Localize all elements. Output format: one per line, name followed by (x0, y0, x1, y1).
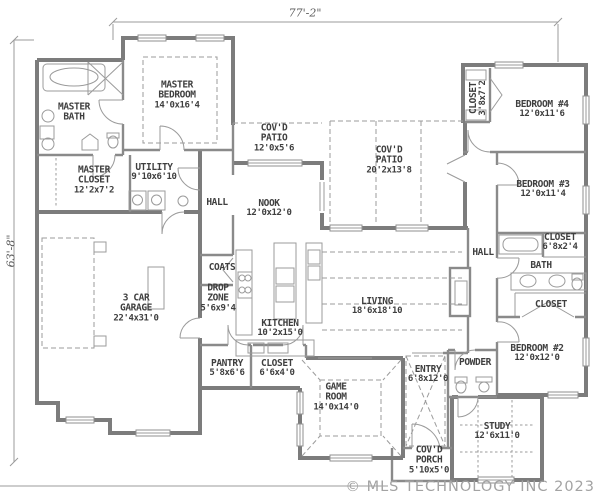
width-dimension-label: 77'-2" (288, 6, 322, 20)
fixtures (39, 61, 587, 394)
dashed-lines (41, 56, 534, 478)
utility-sink-icon (177, 195, 189, 207)
shower-icon (87, 61, 124, 96)
vanity (510, 272, 587, 291)
room-label-coats: COATS (208, 261, 236, 273)
dimension-lines (0, 17, 563, 487)
hamper-icon (81, 133, 99, 151)
toilet-icon (107, 135, 119, 149)
sink-icon (478, 381, 490, 393)
dryer-icon (147, 190, 166, 211)
range-icon (237, 271, 253, 299)
room-label-powder: POWDER (459, 356, 491, 368)
height-dimension-label: 63'-8" (4, 234, 18, 268)
copyright-text: © MLS TECHNOLOGY INC 2023 (345, 479, 595, 495)
room-label-hall-b: HALL (472, 246, 494, 258)
exterior-walls (35, 36, 588, 483)
bath-tub-icon (498, 234, 543, 255)
windows (65, 34, 590, 484)
water-heater-icon (147, 266, 165, 310)
kitchen-sink-counter (235, 339, 315, 357)
room-label-bath: BATH (530, 259, 552, 271)
sink-icon (519, 274, 537, 288)
sink-icon (41, 137, 55, 151)
room-label-hall-a: HALL (206, 196, 228, 208)
toilet-icon (455, 380, 467, 394)
sink-icon (41, 109, 55, 123)
room-label-master-bath: MASTER BATH (58, 101, 90, 123)
kitchen-island (273, 242, 297, 320)
room-label-closet-bedroom2: CLOSET (535, 298, 567, 310)
toilet-icon (571, 277, 583, 291)
kitchen-counter (305, 242, 323, 324)
doors (92, 77, 575, 449)
sink-icon (548, 274, 566, 288)
washer-icon (128, 190, 147, 211)
interior-walls (37, 60, 586, 450)
